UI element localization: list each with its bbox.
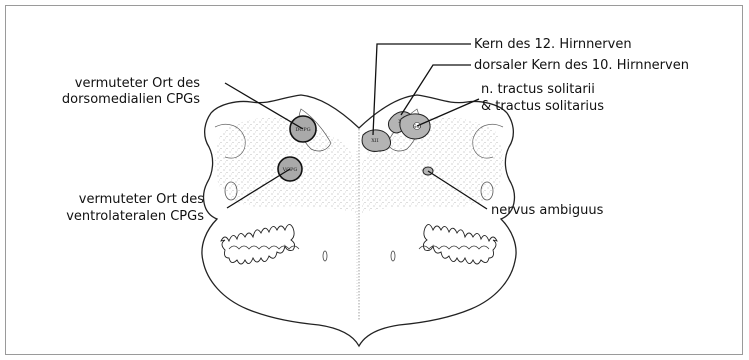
medulla-cross-section-diagram: DCPG VCPG XII X Sol vermuteter Ort des d… bbox=[6, 6, 742, 354]
label-solitary-line1: n. tractus solitarii bbox=[481, 82, 595, 97]
label-vagal: dorsaler Kern des 10. Hirnnerven bbox=[474, 58, 689, 73]
label-ambiguus: nervus ambiguus bbox=[491, 203, 604, 218]
label-solitary-line2: & tractus solitarius bbox=[481, 99, 604, 114]
label-dcpg-line1: vermuteter Ort des bbox=[75, 76, 200, 91]
label-dcpg-line2: dorsomedialien CPGs bbox=[62, 92, 200, 107]
label-vcpg-line1: vermuteter Ort des bbox=[79, 192, 204, 207]
hypoglossal-marker: XII bbox=[371, 138, 379, 144]
figure-frame: DCPG VCPG XII X Sol vermuteter Ort des d… bbox=[5, 5, 743, 355]
dcpg-marker: DCPG bbox=[295, 127, 310, 133]
label-hypoglossal: Kern des 12. Hirnnerven bbox=[474, 37, 632, 52]
label-vcpg-line2: ventrolateralen CPGs bbox=[66, 209, 204, 224]
